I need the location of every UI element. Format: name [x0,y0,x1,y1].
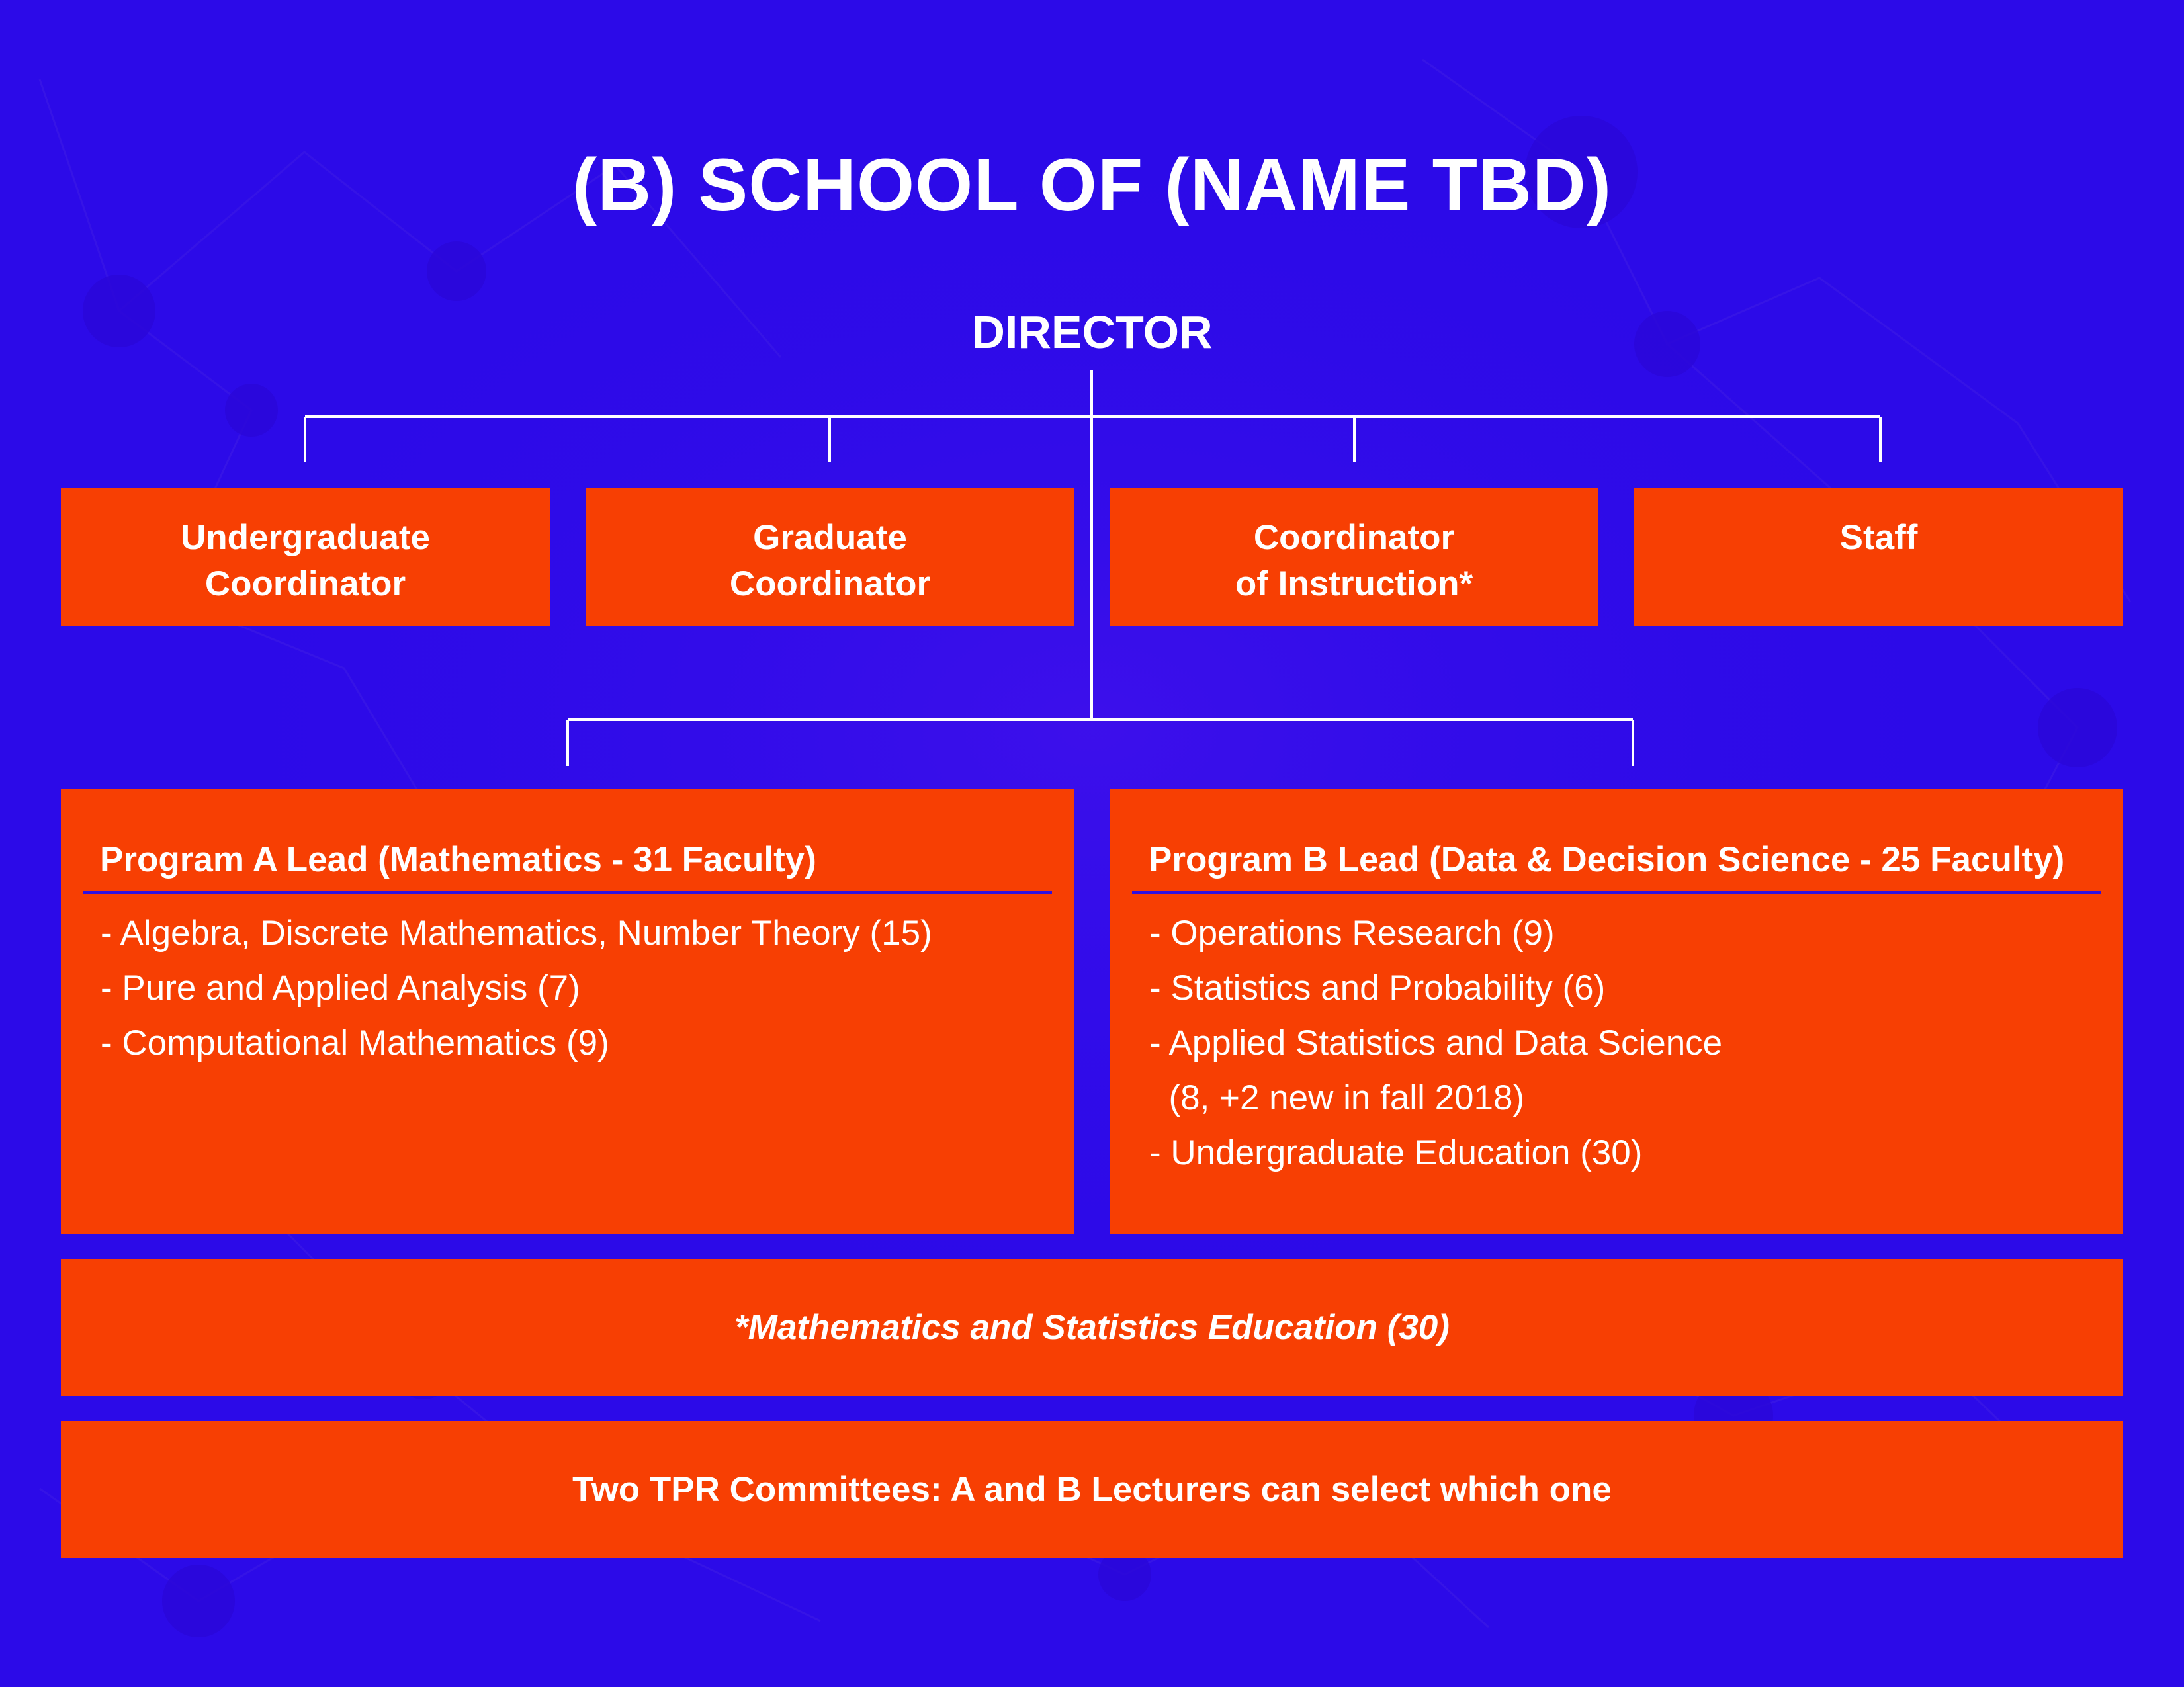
education-band: *Mathematics and Statistics Education (3… [61,1259,2123,1396]
program-b-box: Program B Lead (Data & Decision Science … [1110,789,2123,1234]
staff-box: Staff [1634,488,2123,626]
undergraduate-coordinator-box: Undergraduate Coordinator [61,488,550,626]
program-b-heading: Program B Lead (Data & Decision Science … [1132,837,2101,894]
list-item: - Algebra, Discrete Mathematics, Number … [101,914,932,953]
program-a-heading: Program A Lead (Mathematics - 31 Faculty… [83,837,1052,894]
tpr-band-label: Two TPR Committees: A and B Lecturers ca… [572,1470,1612,1509]
tpr-committees-band: Two TPR Committees: A and B Lecturers ca… [61,1421,2123,1558]
program-a-list: - Algebra, Discrete Mathematics, Number … [83,894,1052,1070]
coordinator-label: Graduate Coordinator [729,518,931,603]
coordinator-label: Staff [1839,518,1918,557]
page-title: (B) SCHOOL OF (NAME TBD) [572,144,1612,226]
list-item: - Applied Statistics and Data Science [1149,1023,1723,1062]
director-label: DIRECTOR [971,306,1213,358]
list-item: - Undergraduate Education (30) [1149,1133,1643,1172]
list-item: (8, +2 new in fall 2018) [1149,1078,1525,1117]
graduate-coordinator-box: Graduate Coordinator [586,488,1074,626]
list-item: - Computational Mathematics (9) [101,1023,609,1062]
coordinator-label: Coordinator of Instruction* [1235,518,1473,603]
list-item: - Statistics and Probability (6) [1149,969,1606,1008]
coordinator-label: Undergraduate Coordinator [181,518,430,603]
list-item: - Operations Research (9) [1149,914,1555,953]
program-a-box: Program A Lead (Mathematics - 31 Faculty… [61,789,1074,1234]
list-item: - Pure and Applied Analysis (7) [101,969,580,1008]
education-band-label: *Mathematics and Statistics Education (3… [734,1308,1450,1347]
program-b-list: - Operations Research (9) - Statistics a… [1132,894,2101,1180]
coordinator-of-instruction-box: Coordinator of Instruction* [1110,488,1598,626]
